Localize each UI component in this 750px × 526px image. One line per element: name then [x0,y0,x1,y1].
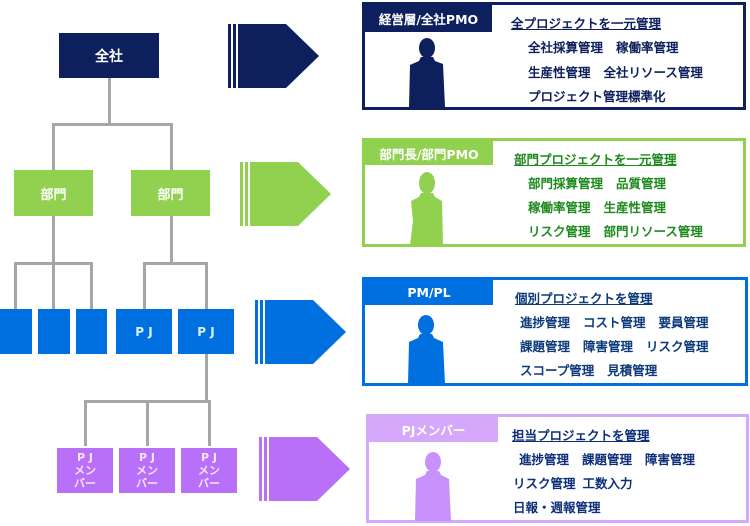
task-item: リスク管理 [513,476,576,491]
person-silhouette-icon [409,38,445,107]
task-row: 生産性管理全社リソース管理 [528,62,716,81]
role-tab: PM/PL [365,280,493,305]
panel-headline: 個別プロジェクトを管理 [515,291,653,306]
department-node: 部門 [131,170,210,216]
arrow-right-icon [228,24,319,88]
connector [146,400,149,446]
task-item: 全社採算管理 [528,40,604,55]
task-item: スコープ管理 [520,363,595,378]
project-node-label: P J [135,324,153,339]
connector [170,123,173,170]
connector [90,262,93,309]
connector [14,262,17,309]
project-node [76,309,107,354]
task-item: 品質管理 [616,176,667,191]
company-node: 全社 [59,33,159,78]
task-item: プロジェクト管理標準化 [528,89,666,104]
arrow-right-icon [255,300,346,364]
task-item: 進捗管理 [520,315,571,330]
person-silhouette-icon [410,172,443,245]
task-row: 進捗管理課題管理障害管理 [519,449,708,468]
role-tab: 部門長/部門PMO [365,141,493,165]
connector [170,216,173,264]
task-item: 稼働率管理 [528,200,591,215]
connector [143,262,208,265]
task-row: リスク管理部門リソース管理 [528,221,716,240]
connector [52,123,173,126]
member-node: P J メン バー [119,448,175,493]
task-item: リスク管理 [528,224,591,239]
connector [52,216,55,264]
task-item: 課題管理 [582,452,633,467]
project-node-label: P J [197,324,215,339]
connector [205,262,208,309]
panel-headline: 部門プロジェクトを一元管理 [514,152,677,167]
project-node [0,309,32,354]
project-node [38,309,70,354]
member-node: P J メン バー [57,448,113,493]
role-tab: 経営層/全社PMO [365,5,492,32]
task-item: 見積管理 [607,363,658,378]
connector [52,123,55,170]
panel-headline: 全プロジェクトを一元管理 [511,16,662,31]
task-row: 部門採算管理品質管理 [528,173,679,192]
task-item: 生産性管理 [603,200,667,215]
panel-headline: 担当プロジェクトを管理 [512,428,650,443]
role-panel-executive: 経営層/全社PMO 全プロジェクトを一元管理 全社採算管理稼働率管理 生産性管理… [362,2,746,110]
task-row: 日報・週報管理 [513,497,614,516]
role-panel-department: 部門長/部門PMO 部門プロジェクトを一元管理 部門採算管理品質管理 稼働率管理… [362,138,746,247]
role-panel-member: PJメンバー 担当プロジェクトを管理 進捗管理課題管理障害管理 リスク管理工数入… [366,414,749,523]
task-row: リスク管理工数入力 [513,473,646,492]
arrow-right-icon [240,162,331,226]
task-item: 全社リソース管理 [603,65,703,80]
connector [84,400,87,446]
task-row: 全社採算管理稼働率管理 [528,37,692,56]
task-item: 進捗管理 [519,452,570,467]
task-item: 障害管理 [583,339,634,354]
task-row: 進捗管理コスト管理要員管理 [520,312,722,331]
task-item: 障害管理 [645,452,696,467]
arrow-right-icon [259,437,350,501]
task-item: 工数入力 [582,476,633,491]
task-item: 部門採算管理 [528,176,604,191]
project-node: P J [178,309,234,354]
task-item: 要員管理 [658,315,709,330]
project-node: P J [116,309,172,354]
company-node-label: 全社 [95,48,123,65]
connector [208,400,211,446]
department-node-label: 部門 [157,187,184,203]
task-item: リスク管理 [646,339,709,354]
task-row: 稼働率管理生産性管理 [528,197,679,216]
task-row: 課題管理障害管理リスク管理 [520,336,722,355]
task-row: プロジェクト管理標準化 [528,86,679,105]
person-silhouette-icon [415,452,451,521]
person-silhouette-icon [408,315,445,384]
task-row: スコープ管理見積管理 [520,360,670,379]
connector [205,354,208,402]
task-item: 部門リソース管理 [603,224,703,239]
task-item: 日報・週報管理 [513,500,601,515]
task-item: 稼働率管理 [616,40,679,55]
connector [52,262,55,309]
task-item: 課題管理 [520,339,571,354]
role-tab: PJメンバー [369,417,498,442]
task-item: コスト管理 [583,315,646,330]
role-panel-pm: PM/PL 個別プロジェクトを管理 進捗管理コスト管理要員管理 課題管理障害管理… [362,277,748,386]
member-node: P J メン バー [181,448,237,493]
department-node-label: 部門 [40,187,67,203]
connector [108,78,111,125]
connector [143,262,146,309]
department-node: 部門 [14,170,93,216]
task-item: 生産性管理 [528,65,591,80]
